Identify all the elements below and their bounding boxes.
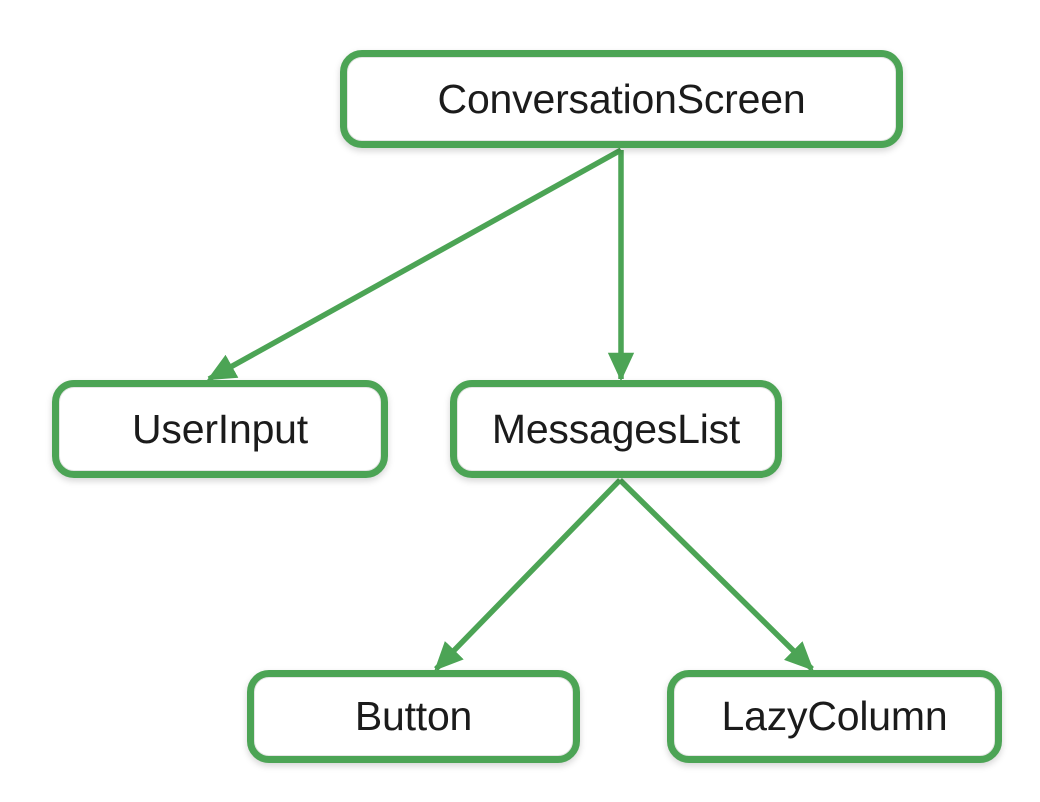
- node-userinput[interactable]: UserInput: [52, 380, 388, 478]
- node-label: ConversationScreen: [437, 75, 806, 122]
- node-label: UserInput: [132, 405, 308, 452]
- edge-messageslist-to-button: [434, 478, 622, 671]
- node-lazycolumn[interactable]: LazyColumn: [667, 670, 1002, 763]
- node-label: LazyColumn: [721, 693, 948, 739]
- node-label: Button: [354, 693, 473, 739]
- node-conversationscreen[interactable]: ConversationScreen: [340, 50, 903, 148]
- edge-conversationscreen-to-userinput: [207, 147, 623, 382]
- node-button[interactable]: Button: [247, 670, 580, 763]
- node-messageslist[interactable]: MessagesList: [450, 380, 782, 478]
- edge-messageslist-to-lazycolumn: [618, 478, 814, 671]
- node-label: MessagesList: [491, 405, 741, 452]
